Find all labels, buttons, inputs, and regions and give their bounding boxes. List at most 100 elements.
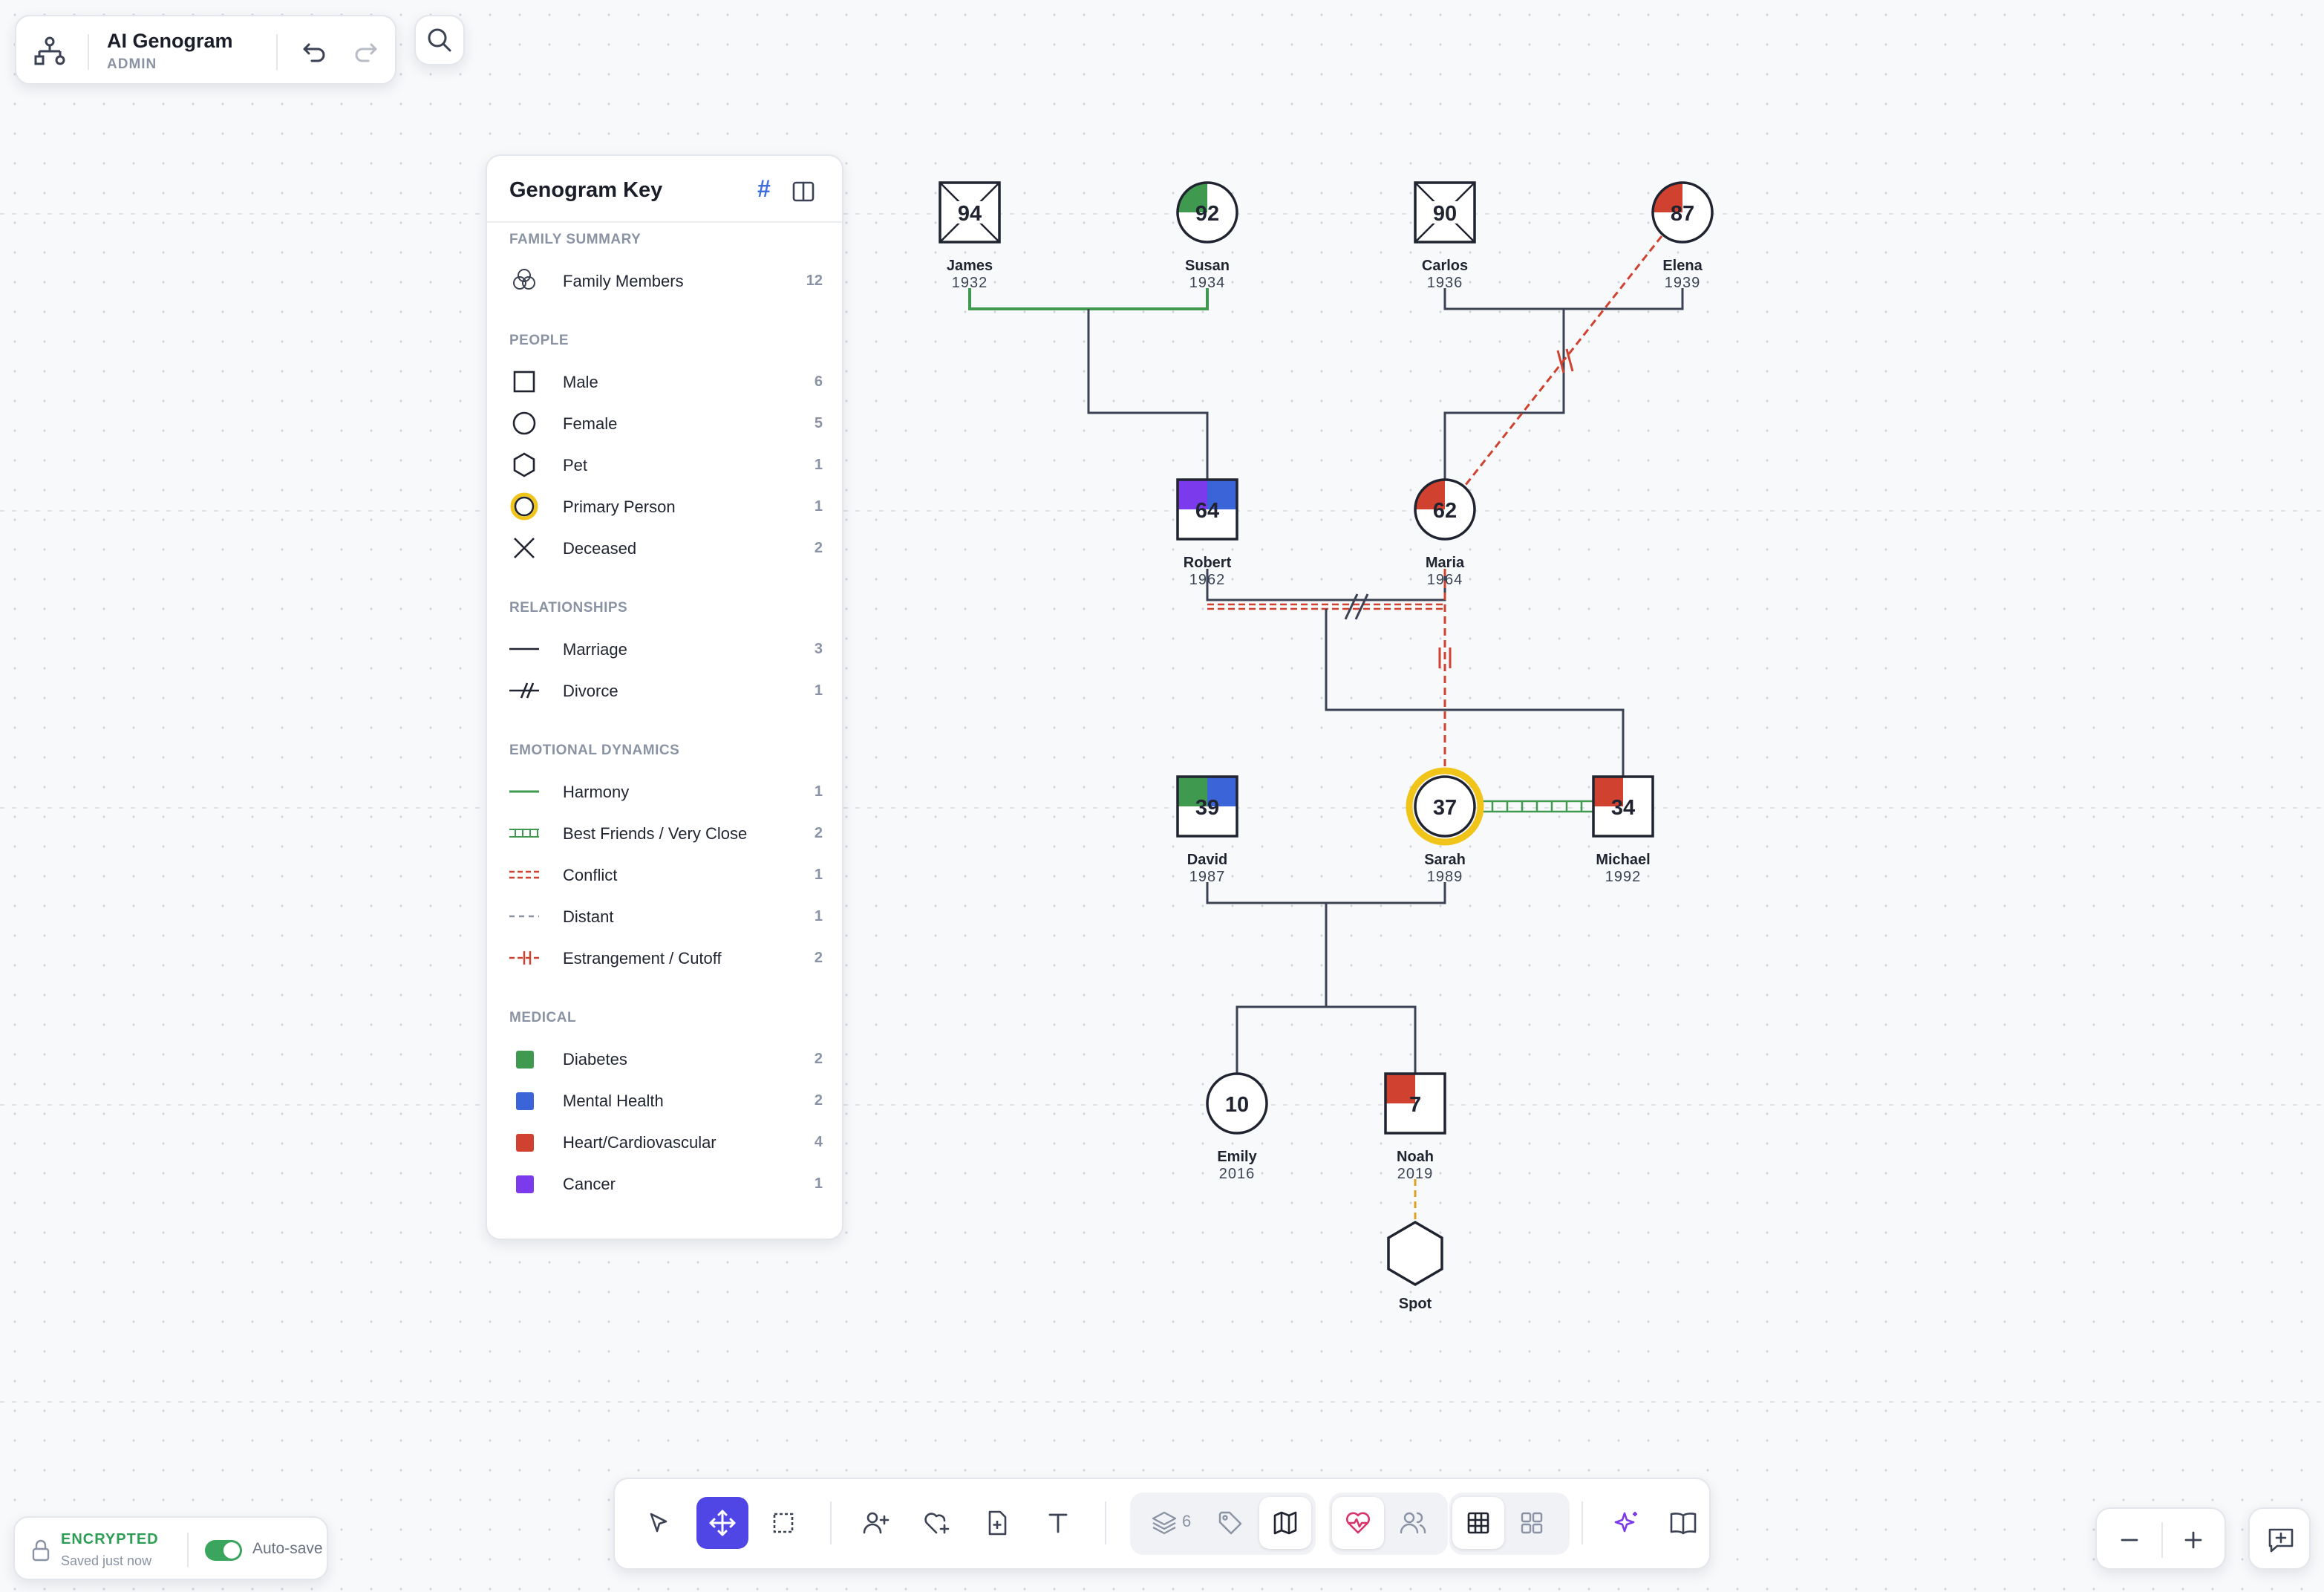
divider: [276, 34, 278, 70]
add-text-button[interactable]: [1032, 1497, 1084, 1549]
pan-tool-button[interactable]: [696, 1497, 748, 1549]
key-item-marriage[interactable]: Marriage 3: [509, 634, 823, 664]
key-item-heart[interactable]: Heart/Cardiovascular 4: [509, 1127, 823, 1157]
encrypted-label: ENCRYPTED: [61, 1531, 159, 1547]
key-item-mental-health[interactable]: Mental Health 2: [509, 1086, 823, 1115]
hash-icon[interactable]: #: [757, 175, 771, 202]
lock-icon: [32, 1539, 50, 1562]
key-item-pet[interactable]: Pet 1: [509, 450, 823, 480]
guide-button[interactable]: [1657, 1497, 1709, 1549]
key-item-count: 1: [814, 457, 823, 473]
child-line: [1325, 609, 1625, 777]
person-emily[interactable]: 10 Emily 2016: [1206, 1072, 1268, 1182]
key-item-label: Primary Person: [563, 498, 676, 516]
person-year: 1936: [1427, 275, 1463, 291]
key-item-cutoff[interactable]: Estrangement / Cutoff 2: [509, 943, 823, 973]
mental-health-swatch: [509, 1086, 539, 1115]
pointer-icon: [650, 1513, 668, 1533]
key-item-divorce[interactable]: Divorce 1: [509, 676, 823, 705]
person-susan[interactable]: 92 Susan 1934: [1176, 181, 1238, 291]
divorce-mark: [1344, 593, 1359, 620]
emotional-view-button[interactable]: [1332, 1497, 1384, 1549]
child-line: [1443, 309, 1565, 480]
section-people: PEOPLE: [509, 333, 569, 348]
person-maria[interactable]: 62 Maria 1964: [1414, 478, 1476, 588]
primary-ring-icon: [509, 492, 539, 521]
harmony-line: [968, 288, 1209, 310]
conflict-line-icon: [509, 860, 539, 890]
ai-assist-button[interactable]: [1601, 1497, 1653, 1549]
select-tool-button[interactable]: [633, 1497, 685, 1549]
person-elena[interactable]: 87 Elena 1939: [1651, 181, 1714, 291]
key-item-diabetes[interactable]: Diabetes 2: [509, 1044, 823, 1074]
marquee-select-button[interactable]: [757, 1497, 809, 1549]
relationship-lines: [968, 235, 1684, 1225]
key-item-harmony[interactable]: Harmony 1: [509, 777, 823, 806]
key-item-distant[interactable]: Distant 1: [509, 901, 823, 931]
text-icon: [1048, 1513, 1068, 1533]
key-item-deceased[interactable]: Deceased 2: [509, 533, 823, 563]
marriage-line: [1206, 882, 1446, 904]
autosave-toggle[interactable]: [205, 1540, 242, 1561]
add-person-button[interactable]: [849, 1497, 901, 1549]
heart-swatch: [509, 1127, 539, 1157]
key-item-female[interactable]: Female 5: [509, 408, 823, 438]
person-michael[interactable]: 34 Michael 1992: [1592, 775, 1654, 885]
key-item-best-friends[interactable]: Best Friends / Very Close 2: [509, 818, 823, 848]
zoom-out-icon[interactable]: [2115, 1525, 2144, 1555]
redo-icon[interactable]: [349, 36, 382, 68]
undo-icon[interactable]: [298, 36, 331, 68]
genogram-key-panel: Genogram Key # FAMILY SUMMARY Family Mem…: [486, 154, 843, 1240]
person-year: 2019: [1397, 1166, 1434, 1182]
divider: [2161, 1522, 2163, 1558]
cancer-swatch: [509, 1169, 539, 1198]
key-item-family-members[interactable]: Family Members 12: [509, 266, 823, 296]
person-sarah[interactable]: 37 Sarah 1989: [1406, 767, 1484, 885]
square-icon: [509, 367, 539, 397]
tiles-icon: [1521, 1512, 1543, 1534]
person-david[interactable]: 39 David 1987: [1176, 775, 1238, 885]
add-relationship-button[interactable]: [910, 1497, 962, 1549]
tile-view-button[interactable]: [1506, 1497, 1558, 1549]
person-age: 39: [1195, 796, 1219, 820]
key-item-male[interactable]: Male 6: [509, 367, 823, 397]
sparkles-icon: [1614, 1512, 1637, 1533]
person-age: 7: [1409, 1093, 1421, 1117]
genogram-logo-icon[interactable]: [33, 34, 67, 68]
feedback-button[interactable]: [2248, 1507, 2311, 1570]
add-note-button[interactable]: [971, 1497, 1023, 1549]
person-carlos[interactable]: 90 Carlos 1936: [1414, 181, 1476, 291]
people-view-button[interactable]: [1387, 1497, 1439, 1549]
key-item-primary-person[interactable]: Primary Person 1: [509, 492, 823, 521]
person-age: 90: [1433, 202, 1457, 226]
key-item-label: Male: [563, 373, 598, 391]
section-emotional-dynamics: EMOTIONAL DYNAMICS: [509, 743, 680, 758]
move-icon: [709, 1510, 736, 1536]
zoom-in-icon[interactable]: [2178, 1525, 2208, 1555]
marquee-icon: [773, 1513, 794, 1533]
person-name: Sarah: [1424, 852, 1466, 868]
person-name: Maria: [1426, 555, 1465, 571]
grid-toggle-button[interactable]: [1452, 1497, 1504, 1549]
app-header: AI Genogram ADMIN: [15, 15, 396, 85]
message-plus-icon: [2268, 1528, 2294, 1553]
key-item-count: 3: [814, 641, 823, 657]
map-view-button[interactable]: [1259, 1497, 1311, 1549]
tags-button[interactable]: [1204, 1497, 1256, 1549]
panel-layout-icon[interactable]: [791, 180, 815, 203]
person-age: 37: [1433, 796, 1457, 820]
layers-icon: [1152, 1511, 1177, 1535]
person-robert[interactable]: 64 Robert 1962: [1176, 478, 1238, 588]
person-noah[interactable]: 7 Noah 2019: [1384, 1072, 1446, 1182]
key-item-conflict[interactable]: Conflict 1: [509, 860, 823, 890]
search-button[interactable]: [414, 15, 465, 65]
cutoff-line-icon: [509, 943, 539, 973]
key-item-cancer[interactable]: Cancer 1: [509, 1169, 823, 1198]
layers-button[interactable]: [1135, 1497, 1194, 1549]
best-friends-line-icon: [509, 818, 539, 848]
add-person-icon: [863, 1512, 890, 1534]
person-spot[interactable]: Spot: [1387, 1220, 1443, 1312]
key-item-count: 1: [814, 498, 823, 515]
person-james[interactable]: 94 James 1932: [939, 181, 1001, 291]
